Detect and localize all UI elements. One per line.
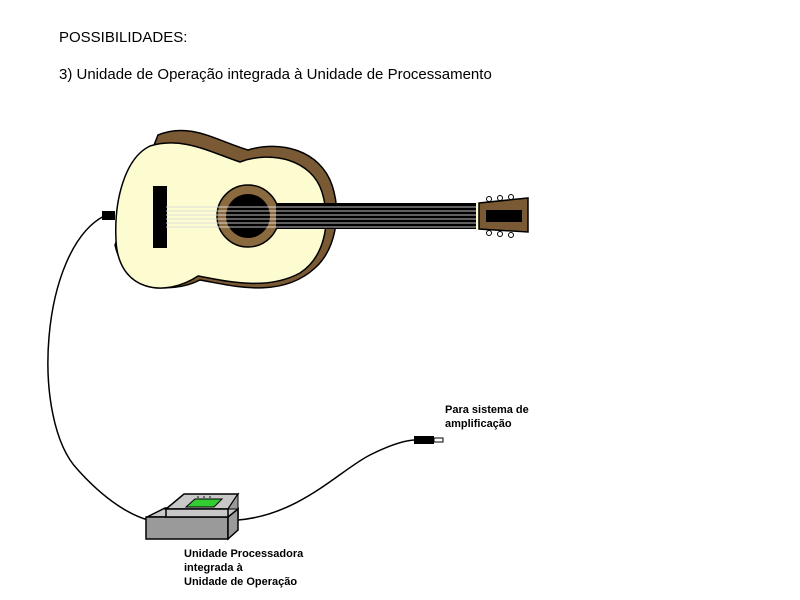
unit-base (145, 516, 229, 540)
amplifier-cable (237, 439, 417, 521)
amplification-label-line-2: amplificação (445, 418, 512, 430)
unit-side (227, 507, 239, 541)
diagram-heading: POSSIBILIDADES: (59, 29, 188, 46)
processing-unit (145, 492, 240, 541)
unit-label-line-1: Unidade Processadora (184, 548, 304, 560)
guitar (102, 129, 529, 289)
amplifier-plug (414, 436, 444, 444)
guitar-soundhole (226, 194, 270, 238)
guitar-bridge (153, 186, 167, 248)
amplification-label-line-1: Para sistema de (445, 404, 529, 416)
guitar-nut (476, 202, 479, 230)
amplification-label: Para sistema de amplificação (445, 403, 529, 431)
unit-label-line-2: integrada à (184, 562, 243, 574)
guitar-cable (47, 215, 149, 521)
operation-module-front (165, 508, 229, 518)
unit-label-line-3: Unidade de Operação (184, 576, 298, 588)
unit-screen (184, 498, 224, 508)
tuning-pegs (486, 194, 514, 238)
processing-unit-label: Unidade Processadora integrada à Unidade… (184, 547, 303, 589)
diagram-subheading: 3) Unidade de Operação integrada à Unida… (59, 66, 492, 83)
guitar-output-jack (102, 211, 115, 220)
operation-module-side (227, 492, 239, 510)
